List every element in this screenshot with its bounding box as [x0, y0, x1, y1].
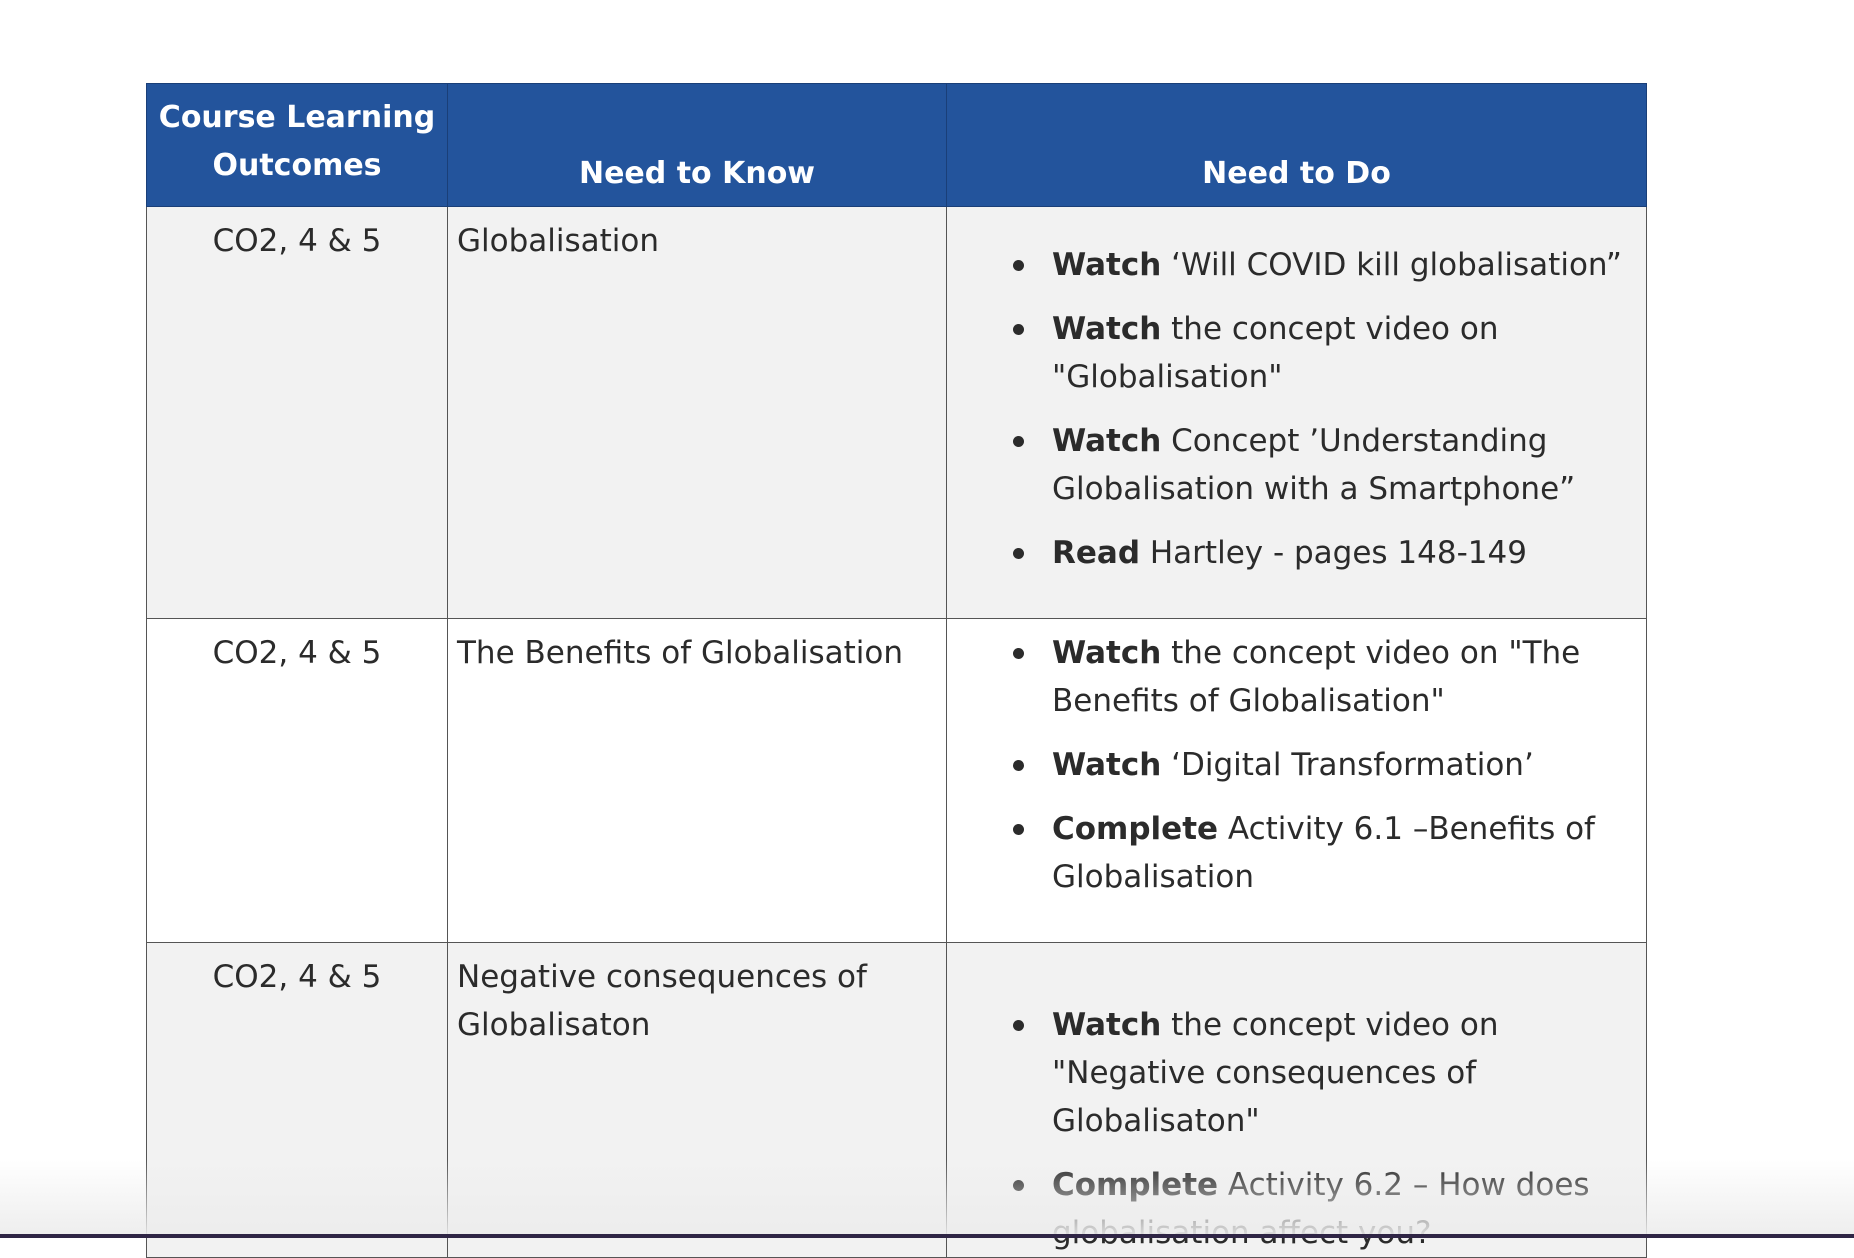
task-verb: Watch — [1052, 747, 1162, 783]
task-text: ‘Digital Transformation’ — [1161, 747, 1534, 783]
bullet-icon — [1013, 760, 1024, 771]
bullet-icon — [1013, 436, 1024, 447]
task-item: Watch ‘Will COVID kill globalisation” — [1013, 241, 1626, 289]
task-verb: Watch — [1052, 423, 1162, 459]
course-schedule-table: Course Learning Outcomes Need to Know Ne… — [146, 83, 1647, 1258]
window-bottom-edge — [0, 1234, 1854, 1238]
tasks-cell: Watch the concept video on "Negative con… — [946, 942, 1647, 1258]
bullet-icon — [1013, 548, 1024, 559]
task-verb: Watch — [1052, 311, 1162, 347]
table-row: CO2, 4 & 5 Globalisation Watch ‘Will COV… — [146, 206, 1647, 619]
course-schedule-table-wrapper: Course Learning Outcomes Need to Know Ne… — [146, 83, 1647, 1258]
task-list: Watch the concept video on "The Benefits… — [947, 619, 1626, 901]
task-text: the concept video on "Negative consequen… — [1052, 1007, 1499, 1139]
topic-cell: The Benefits of Globalisation — [447, 618, 947, 943]
task-item: Watch the concept video on "Negative con… — [1013, 1001, 1626, 1145]
task-text: Activity 6.1 –Benefits of Globalisation — [1052, 811, 1595, 895]
outcomes-cell: CO2, 4 & 5 — [146, 206, 448, 619]
bullet-icon — [1013, 648, 1024, 659]
bullet-icon — [1013, 1020, 1024, 1031]
bullet-icon — [1013, 1180, 1024, 1191]
task-item: Watch the concept video on "The Benefits… — [1013, 629, 1626, 725]
table-header-row: Course Learning Outcomes Need to Know Ne… — [146, 83, 1647, 207]
topic-cell: Globalisation — [447, 206, 947, 619]
task-verb: Watch — [1052, 635, 1162, 671]
bullet-icon — [1013, 260, 1024, 271]
task-verb: Read — [1052, 535, 1141, 571]
task-verb: Complete — [1052, 811, 1219, 847]
task-item: Watch Concept ’Understanding Globalisati… — [1013, 417, 1626, 513]
header-need-to-do: Need to Do — [946, 83, 1647, 207]
task-list: Watch the concept video on "Negative con… — [947, 943, 1626, 1257]
table-row: CO2, 4 & 5 Negative consequences of Glob… — [146, 942, 1647, 1258]
header-outcomes-line2: Outcomes — [212, 148, 382, 183]
tasks-cell: Watch the concept video on "The Benefits… — [946, 618, 1647, 943]
header-outcomes-line1: Course Learning — [158, 100, 436, 135]
bullet-icon — [1013, 324, 1024, 335]
task-item: Watch the concept video on "Globalisatio… — [1013, 305, 1626, 401]
task-text: ‘Will COVID kill globalisation” — [1161, 247, 1622, 283]
table-row: CO2, 4 & 5 The Benefits of Globalisation… — [146, 618, 1647, 943]
task-text: Concept ’Understanding Globalisation wit… — [1052, 423, 1576, 507]
task-item: Complete Activity 6.1 –Benefits of Globa… — [1013, 805, 1626, 901]
header-need-to-know: Need to Know — [447, 83, 947, 207]
task-list: Watch ‘Will COVID kill globalisation” Wa… — [947, 207, 1626, 577]
outcomes-cell: CO2, 4 & 5 — [146, 618, 448, 943]
task-verb: Watch — [1052, 247, 1162, 283]
task-verb: Watch — [1052, 1007, 1162, 1043]
task-text: Hartley - pages 148-149 — [1140, 535, 1527, 571]
task-text: the concept video on "Globalisation" — [1052, 311, 1499, 395]
outcomes-cell: CO2, 4 & 5 — [146, 942, 448, 1258]
tasks-cell: Watch ‘Will COVID kill globalisation” Wa… — [946, 206, 1647, 619]
task-item: Complete Activity 6.2 – How does globali… — [1013, 1161, 1626, 1257]
task-text: the concept video on "The Benefits of Gl… — [1052, 635, 1581, 719]
task-item: Watch ‘Digital Transformation’ — [1013, 741, 1626, 789]
header-course-learning-outcomes: Course Learning Outcomes — [146, 83, 448, 207]
task-item: Read Hartley - pages 148-149 — [1013, 529, 1626, 577]
topic-cell: Negative consequences of Globalisaton — [447, 942, 947, 1258]
task-verb: Complete — [1052, 1167, 1219, 1203]
bullet-icon — [1013, 824, 1024, 835]
